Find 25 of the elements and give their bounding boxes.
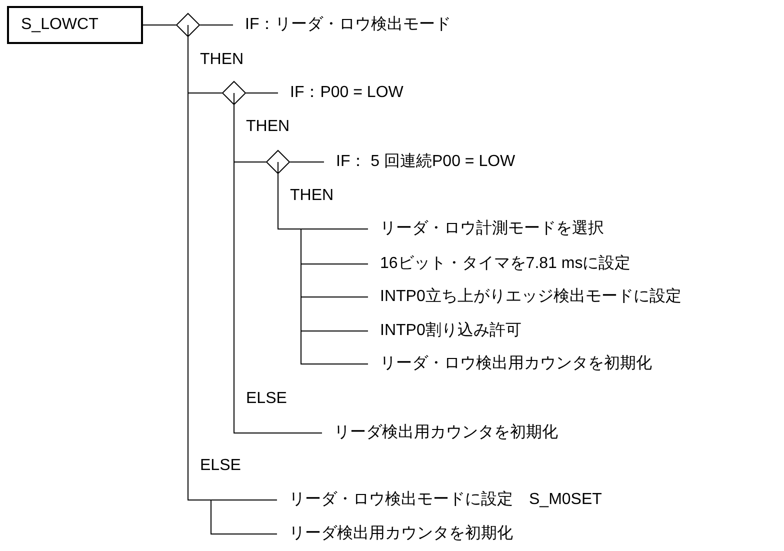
connector-line [246,92,278,94]
connector-line [142,24,176,26]
step-text: リーダ検出用カウンタを初期化 [277,524,513,544]
connector-line [200,24,234,26]
step-text: 16ビット・タイマを7.81 msに設定 [368,254,631,274]
branch-label: THEN [290,186,334,206]
step-text: IF： 5 回連続P00 = LOW [324,152,516,172]
step-text: リーダ・ロウ検出用カウンタを初期化 [368,354,652,374]
step-text: INTP0立ち上がりエッジ検出モードに設定 [368,287,682,307]
step-text: INTP0割り込み許可 [368,321,522,341]
step-text: IF：リーダ・ロウ検出モード [233,15,452,35]
process-box: S_LOWCT [7,6,143,44]
branch-label: THEN [200,50,244,70]
decision-diamond [176,13,200,37]
decision-diamond [222,81,246,105]
connector-line [278,174,368,364]
branch-label: ELSE [200,456,241,476]
branch-label: THEN [246,117,290,137]
step-text: リーダ・ロウ検出モードに設定 S_M0SET [277,490,602,510]
step-text: リーダ検出用カウンタを初期化 [322,423,558,443]
step-text: リーダ・ロウ計測モードを選択 [368,219,604,239]
step-text: IF：P00 = LOW [278,83,404,103]
connector-line [234,104,322,434]
decision-diamond [266,150,290,174]
branch-label: ELSE [246,389,287,409]
